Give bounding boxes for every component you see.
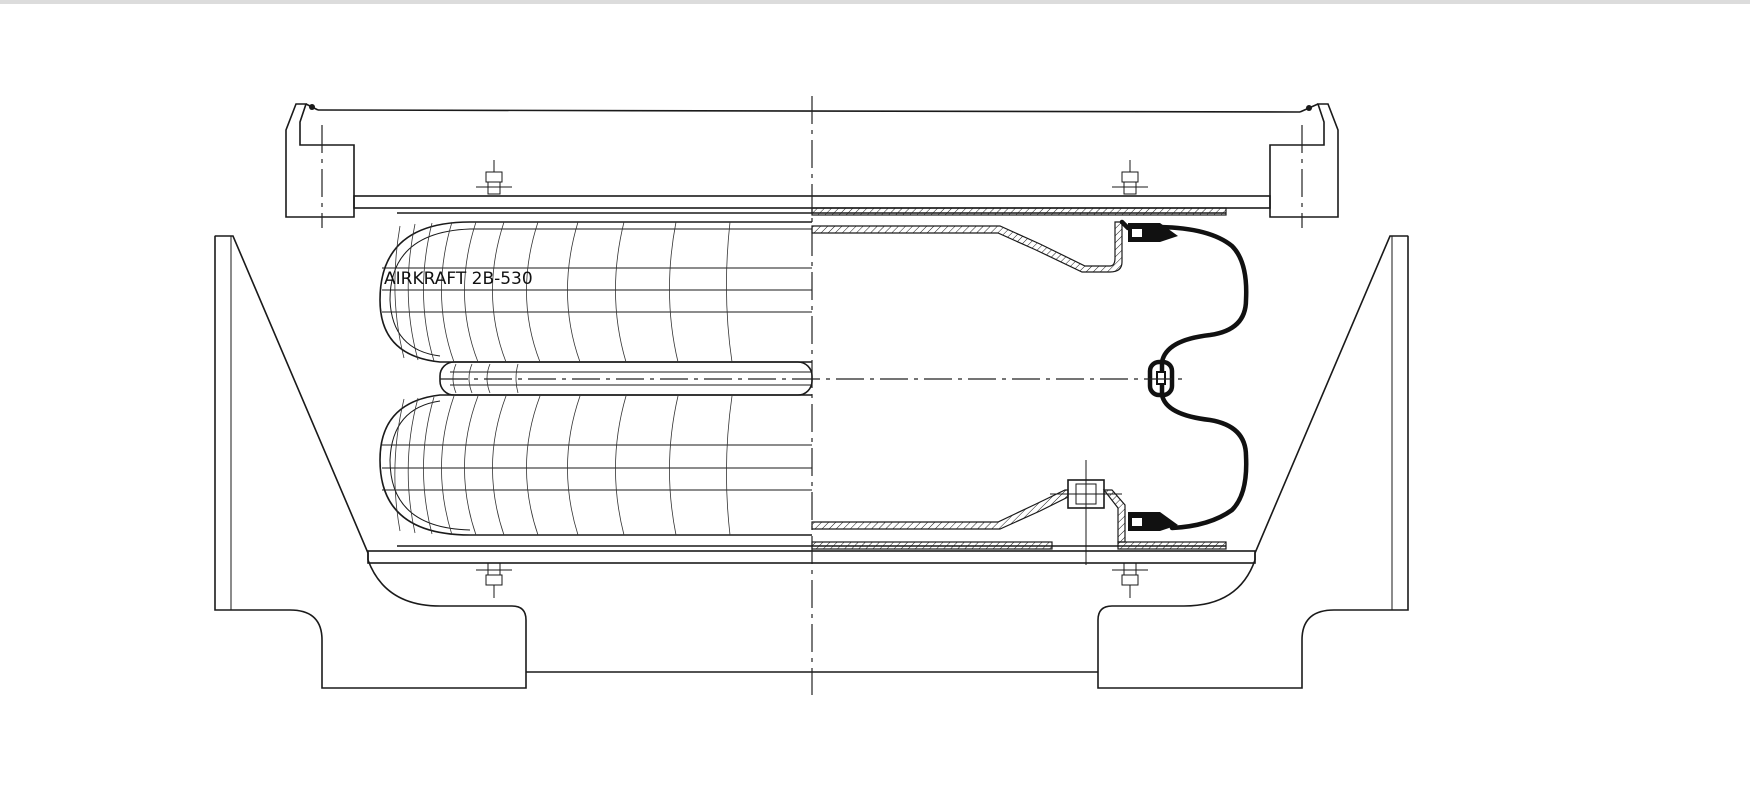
top-right-bolt: [1112, 160, 1148, 195]
model-label: AIRKRAFT 2B-530: [384, 269, 533, 289]
bellows-exterior-view: [379, 221, 813, 536]
bottom-left-bolt: [476, 562, 512, 598]
bellows-cross-section: [811, 207, 1249, 565]
top-border: [0, 0, 1750, 4]
bottom-right-bolt: [1112, 562, 1148, 598]
top-left-bolt: [476, 160, 512, 195]
